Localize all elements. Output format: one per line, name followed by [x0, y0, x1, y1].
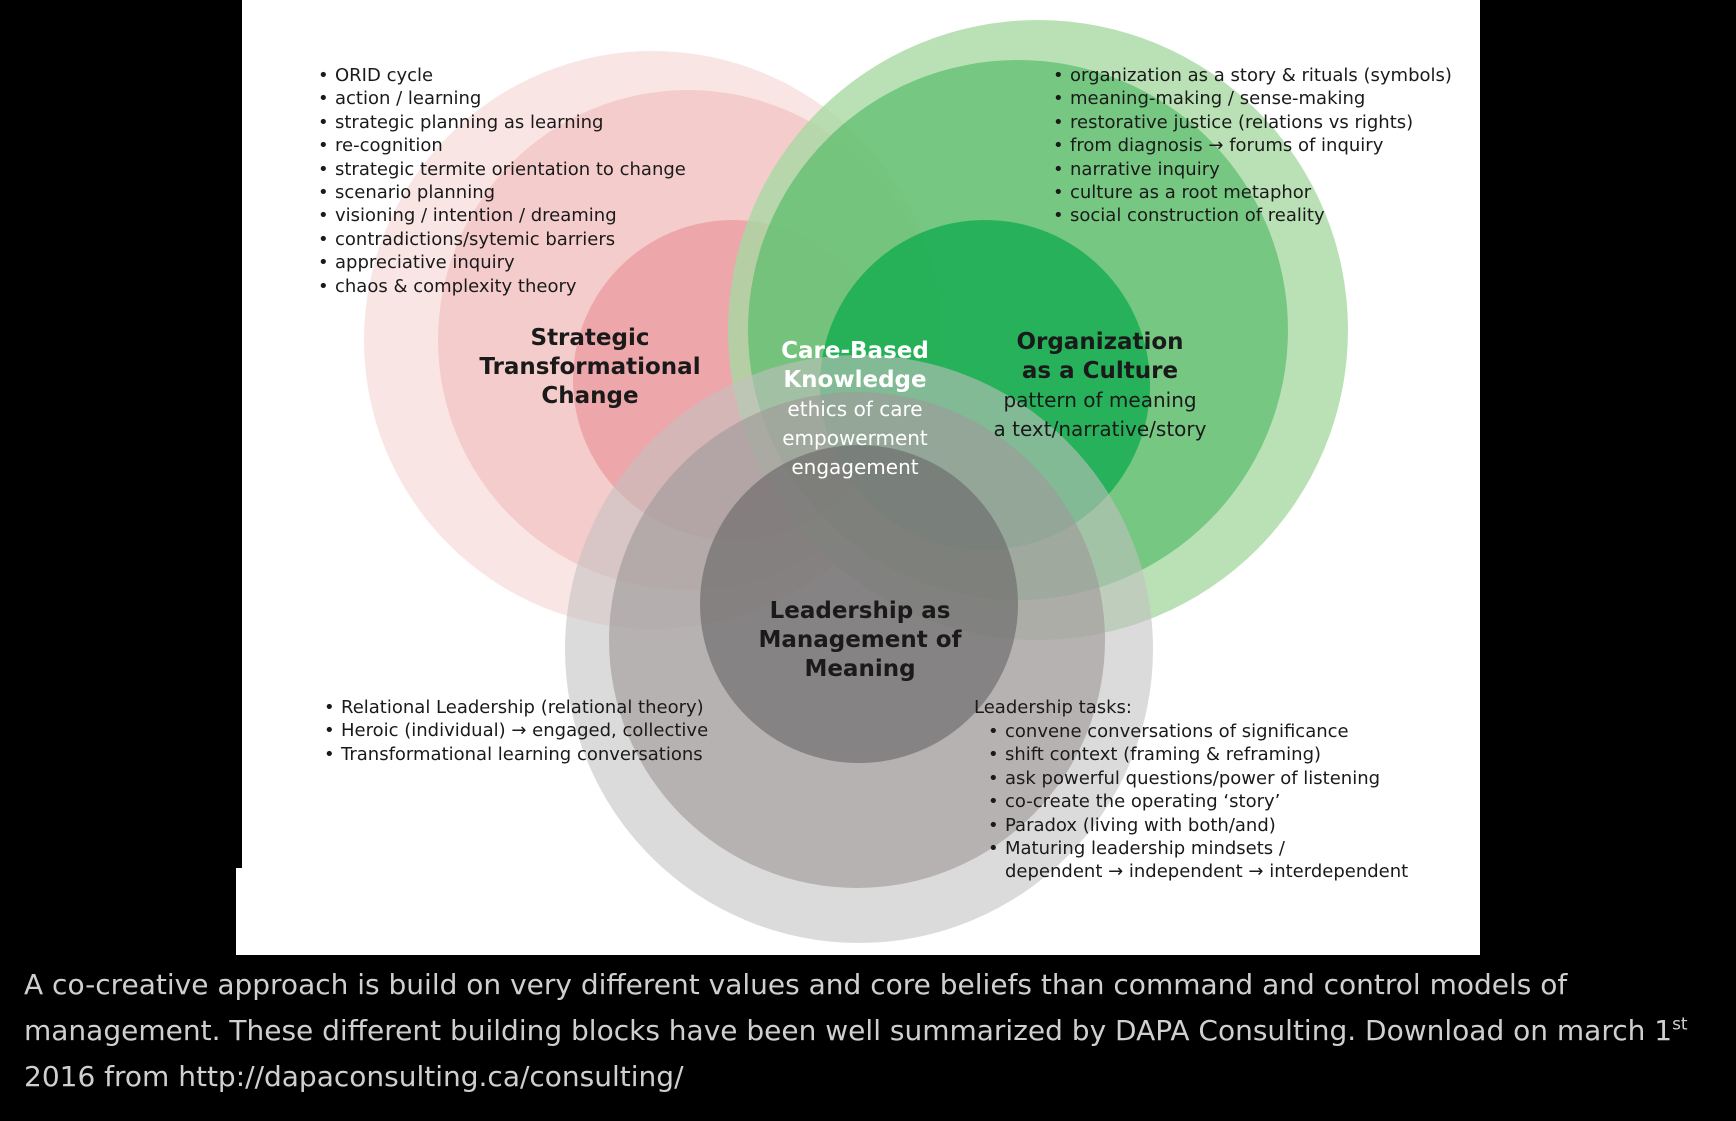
- list-item: scenario planning: [318, 181, 686, 205]
- leadership-title-line: Management of: [758, 627, 962, 653]
- list-item: chaos & complexity theory: [318, 275, 686, 299]
- strategic-title-line: Change: [541, 383, 639, 409]
- list-item: action / learning: [318, 87, 686, 111]
- culture-title-line: as a Culture: [1021, 358, 1179, 384]
- list-item: organization as a story & rituals (symbo…: [1053, 64, 1452, 88]
- culture-subtitle-line: pattern of meaning: [1003, 388, 1197, 412]
- care-title-line: Knowledge: [783, 367, 927, 393]
- care-subtitle-line: engagement: [791, 455, 919, 479]
- leadership-tasks-heading: Leadership tasks:: [974, 697, 1132, 718]
- leadership-task-continuation: dependent → independent → interdependent: [1005, 861, 1409, 882]
- list-item: ORID cycle: [318, 64, 686, 88]
- strategic-title-line: Strategic: [530, 325, 650, 351]
- list-item: appreciative inquiry: [318, 251, 686, 275]
- caption-superscript: st: [1672, 1014, 1688, 1035]
- list-item: from diagnosis → forums of inquiry: [1053, 134, 1452, 158]
- culture-title-line: Organization: [1016, 329, 1184, 355]
- culture-list: organization as a story & rituals (symbo…: [1053, 64, 1452, 228]
- list-item: shift context (framing & reframing): [988, 743, 1380, 767]
- strategic-title-line: Transformational: [479, 354, 701, 380]
- list-item: culture as a root metaphor: [1053, 181, 1452, 205]
- caption: A co-creative approach is build on very …: [24, 962, 1714, 1100]
- list-item: ask powerful questions/power of listenin…: [988, 767, 1380, 791]
- list-item: narrative inquiry: [1053, 158, 1452, 182]
- leadership-label: Leadership as Management of Meaning: [730, 597, 990, 684]
- list-item: Maturing leadership mindsets /: [988, 837, 1380, 861]
- list-item: Relational Leadership (relational theory…: [324, 696, 708, 720]
- care-label: Care-Based Knowledge ethics of care empo…: [755, 337, 955, 482]
- list-item: meaning-making / sense-making: [1053, 87, 1452, 111]
- strategic-list: ORID cycle action / learning strategic p…: [318, 64, 686, 298]
- leadership-tasks-list: convene conversations of significance sh…: [988, 720, 1380, 861]
- caption-text-end: 2016 from http://dapaconsulting.ca/consu…: [24, 1060, 684, 1093]
- list-item: restorative justice (relations vs rights…: [1053, 111, 1452, 135]
- list-item: strategic termite orientation to change: [318, 158, 686, 182]
- list-item: social construction of reality: [1053, 204, 1452, 228]
- list-item: re-cognition: [318, 134, 686, 158]
- list-item: Paradox (living with both/and): [988, 814, 1380, 838]
- care-title-line: Care-Based: [781, 338, 929, 364]
- culture-label: Organization as a Culture pattern of mea…: [960, 328, 1240, 444]
- list-item: Transformational learning conversations: [324, 743, 708, 767]
- leadership-title-line: Meaning: [804, 656, 916, 682]
- list-item: convene conversations of significance: [988, 720, 1380, 744]
- list-item: strategic planning as learning: [318, 111, 686, 135]
- culture-subtitle-line: a text/narrative/story: [993, 417, 1207, 441]
- caption-text: A co-creative approach is build on very …: [24, 968, 1673, 1047]
- care-subtitle-line: empowerment: [782, 426, 928, 450]
- list-item: visioning / intention / dreaming: [318, 204, 686, 228]
- leadership-left-list: Relational Leadership (relational theory…: [324, 696, 708, 767]
- list-item: co-create the operating ‘story’: [988, 790, 1380, 814]
- care-subtitle-line: ethics of care: [787, 397, 923, 421]
- leadership-title-line: Leadership as: [769, 598, 951, 624]
- gray-inner-circle: [700, 445, 1018, 763]
- strategic-label: Strategic Transformational Change: [460, 324, 720, 411]
- list-item: contradictions/sytemic barriers: [318, 228, 686, 252]
- list-item: Heroic (individual) → engaged, collectiv…: [324, 719, 708, 743]
